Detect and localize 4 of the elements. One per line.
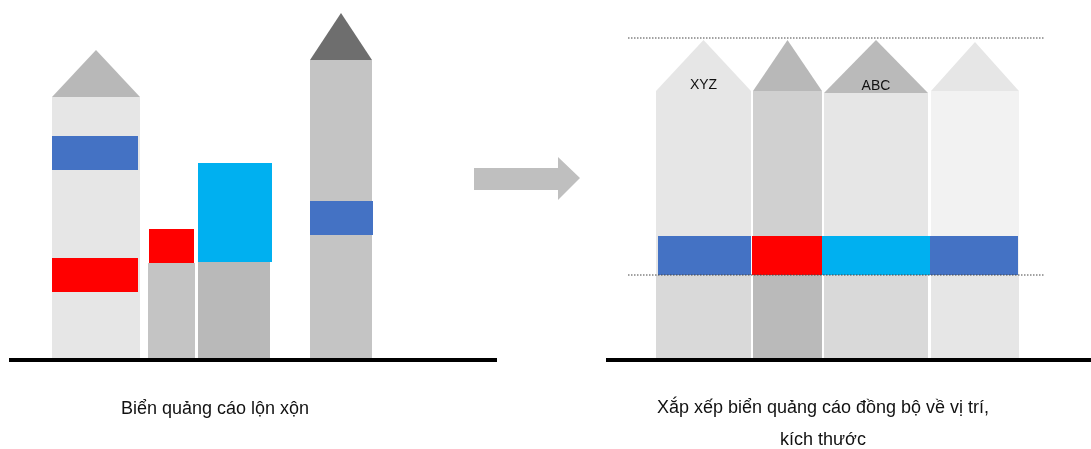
building-label: XYZ bbox=[688, 76, 719, 92]
caption: Biển quảng cáo lộn xộn bbox=[119, 397, 311, 420]
caption: Xắp xếp biển quảng cáo đồng bộ về vị trí, kích thước bbox=[655, 395, 991, 449]
building-label: ABC bbox=[860, 77, 892, 93]
